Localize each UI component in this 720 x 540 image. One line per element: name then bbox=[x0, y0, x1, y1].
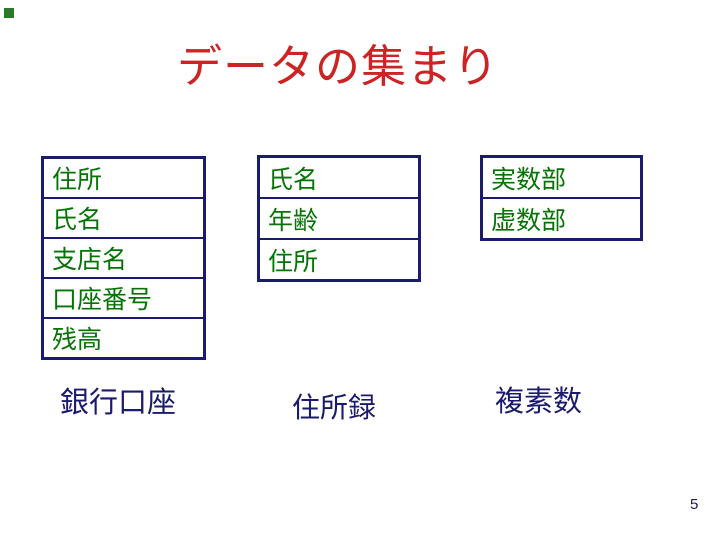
complex-number-caption: 複素数 bbox=[495, 386, 583, 418]
table-cell: 氏名 bbox=[44, 199, 203, 239]
table-cell: 残高 bbox=[52, 326, 103, 354]
table-cell: 虚数部 bbox=[491, 206, 567, 235]
address-book-caption: 住所録 bbox=[292, 392, 377, 423]
table-cell: 氏名 bbox=[260, 158, 418, 199]
table-cell: 口座番号 bbox=[44, 279, 203, 319]
bank-account-caption: 銀行口座 bbox=[60, 387, 177, 419]
bank-account-table: 住所 氏名 支店名 口座番号 残高 bbox=[41, 156, 206, 360]
table-cell: 住所 bbox=[44, 159, 203, 199]
table-cell: 支店名 bbox=[44, 239, 203, 279]
address-book-table: 氏名 年齢 住所 bbox=[257, 155, 421, 282]
page-number: 5 bbox=[690, 496, 699, 513]
table-cell: 住所 bbox=[268, 247, 319, 276]
table-cell: 年齢 bbox=[260, 199, 418, 240]
corner-marker bbox=[4, 8, 14, 18]
table-cell: 実数部 bbox=[483, 158, 640, 199]
complex-number-table: 実数部 虚数部 bbox=[480, 155, 643, 241]
slide-title: データの集まり bbox=[176, 41, 499, 92]
